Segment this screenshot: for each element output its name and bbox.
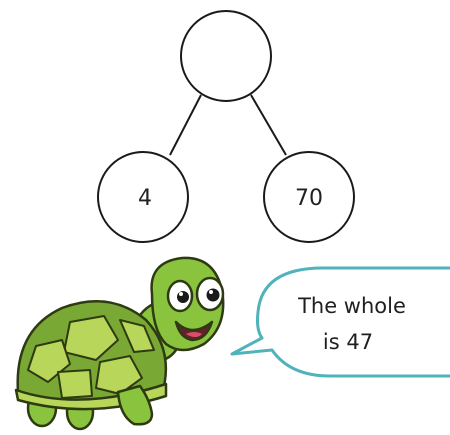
speech-bubble: The whole is 47	[232, 268, 450, 376]
part-circle-right: 70	[264, 152, 354, 242]
turtle-eye-shine	[179, 292, 183, 296]
part-value-left: 4	[138, 186, 152, 211]
turtle-pupil-left	[177, 291, 189, 303]
connector-left	[170, 95, 201, 155]
speech-bubble-line1: The whole	[297, 294, 406, 318]
connector-right	[251, 95, 286, 155]
turtle-pupil-right	[207, 289, 220, 302]
whole-circle	[181, 11, 271, 101]
turtle-eye-shine	[209, 290, 213, 294]
part-circle-left: 4	[98, 152, 188, 242]
part-value-right: 70	[295, 186, 323, 211]
turtle-illustration	[16, 258, 223, 429]
turtle-shell-scute	[58, 370, 92, 398]
speech-bubble-line2: is 47	[323, 330, 373, 354]
